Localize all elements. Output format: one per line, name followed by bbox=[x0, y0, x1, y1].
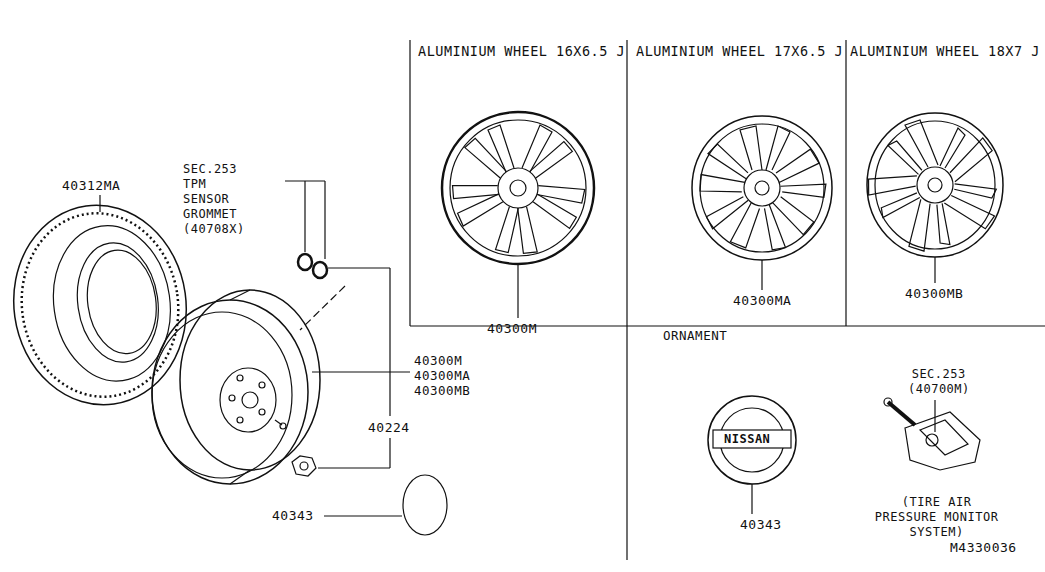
callout-number: 40312MA bbox=[62, 178, 120, 193]
emblem-text: NISSAN bbox=[723, 432, 771, 447]
system-note: (TIRE AIR PRESSURE MONITOR SYSTEM) bbox=[868, 495, 1005, 540]
drawing-number: M4330036 bbox=[950, 540, 1017, 555]
section-note: SEC.253 (40700M) bbox=[908, 367, 969, 397]
callout-number: 40300MA bbox=[733, 293, 791, 308]
callout-number: 40300MB bbox=[905, 286, 963, 301]
callout-number: 40300M bbox=[414, 353, 462, 368]
callout-number: 40343 bbox=[272, 508, 314, 523]
callout-number: 40224 bbox=[368, 420, 410, 435]
callout-number: 40300MA bbox=[414, 368, 470, 383]
section-note: SEC.253 TPM SENSOR GROMMET (40708X) bbox=[183, 162, 259, 237]
callout-number: 40300M bbox=[487, 321, 537, 336]
panel-title: ALUMINIUM WHEEL 17X6.5 J bbox=[636, 44, 843, 59]
panel-title: ALUMINIUM WHEEL 16X6.5 J bbox=[418, 44, 625, 59]
panel-title: ALUMINIUM WHEEL 18X7 J bbox=[850, 44, 1040, 59]
group-title: ORNAMENT bbox=[663, 328, 727, 343]
callout-number: 40343 bbox=[740, 517, 782, 532]
callout-number: 40300MB bbox=[414, 383, 470, 398]
